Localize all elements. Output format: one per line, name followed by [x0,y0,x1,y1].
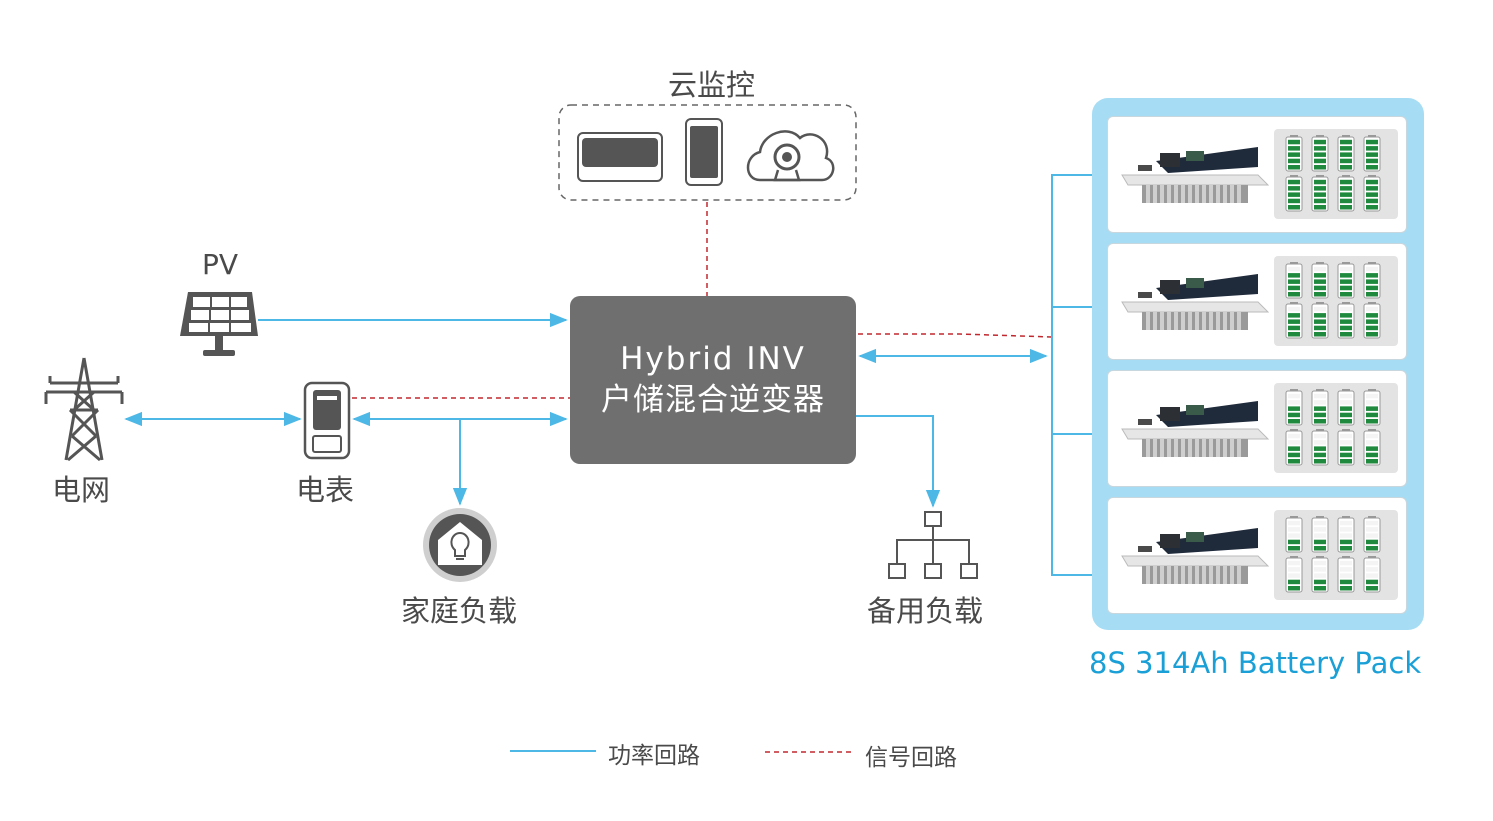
legend-power-label: 功率回路 [608,743,700,769]
battery-module [1107,497,1407,614]
battery-module [1107,370,1407,487]
cloud-monitor-box [558,104,857,201]
home-load-label: 家庭负载 [401,594,518,628]
signal-lines [352,202,1053,399]
inverter-title: Hybrid INV [620,341,806,377]
cloud-label: 云监控 [668,68,756,102]
home-load-icon [423,508,497,582]
battery-module [1107,243,1407,360]
display-icon [577,132,663,182]
pv-label: PV [202,248,239,281]
cloud-camera-icon [746,130,835,182]
legend-signal-label: 信号回路 [865,745,957,771]
hybrid-inverter: Hybrid INV 户储混合逆变器 [570,296,856,464]
power-tower-icon [44,357,124,462]
meter-icon [303,381,351,460]
battery-pack-label: 8S 314Ah Battery Pack [1089,646,1422,680]
backup-load-icon [888,511,978,579]
backup-load-label: 备用负载 [867,594,984,628]
battery-module [1107,116,1407,233]
meter-label: 电表 [296,473,355,507]
grid-label: 电网 [52,473,111,507]
inverter-subtitle: 户储混合逆变器 [601,382,825,418]
solar-panel-icon [180,292,258,356]
phone-icon [685,118,723,186]
